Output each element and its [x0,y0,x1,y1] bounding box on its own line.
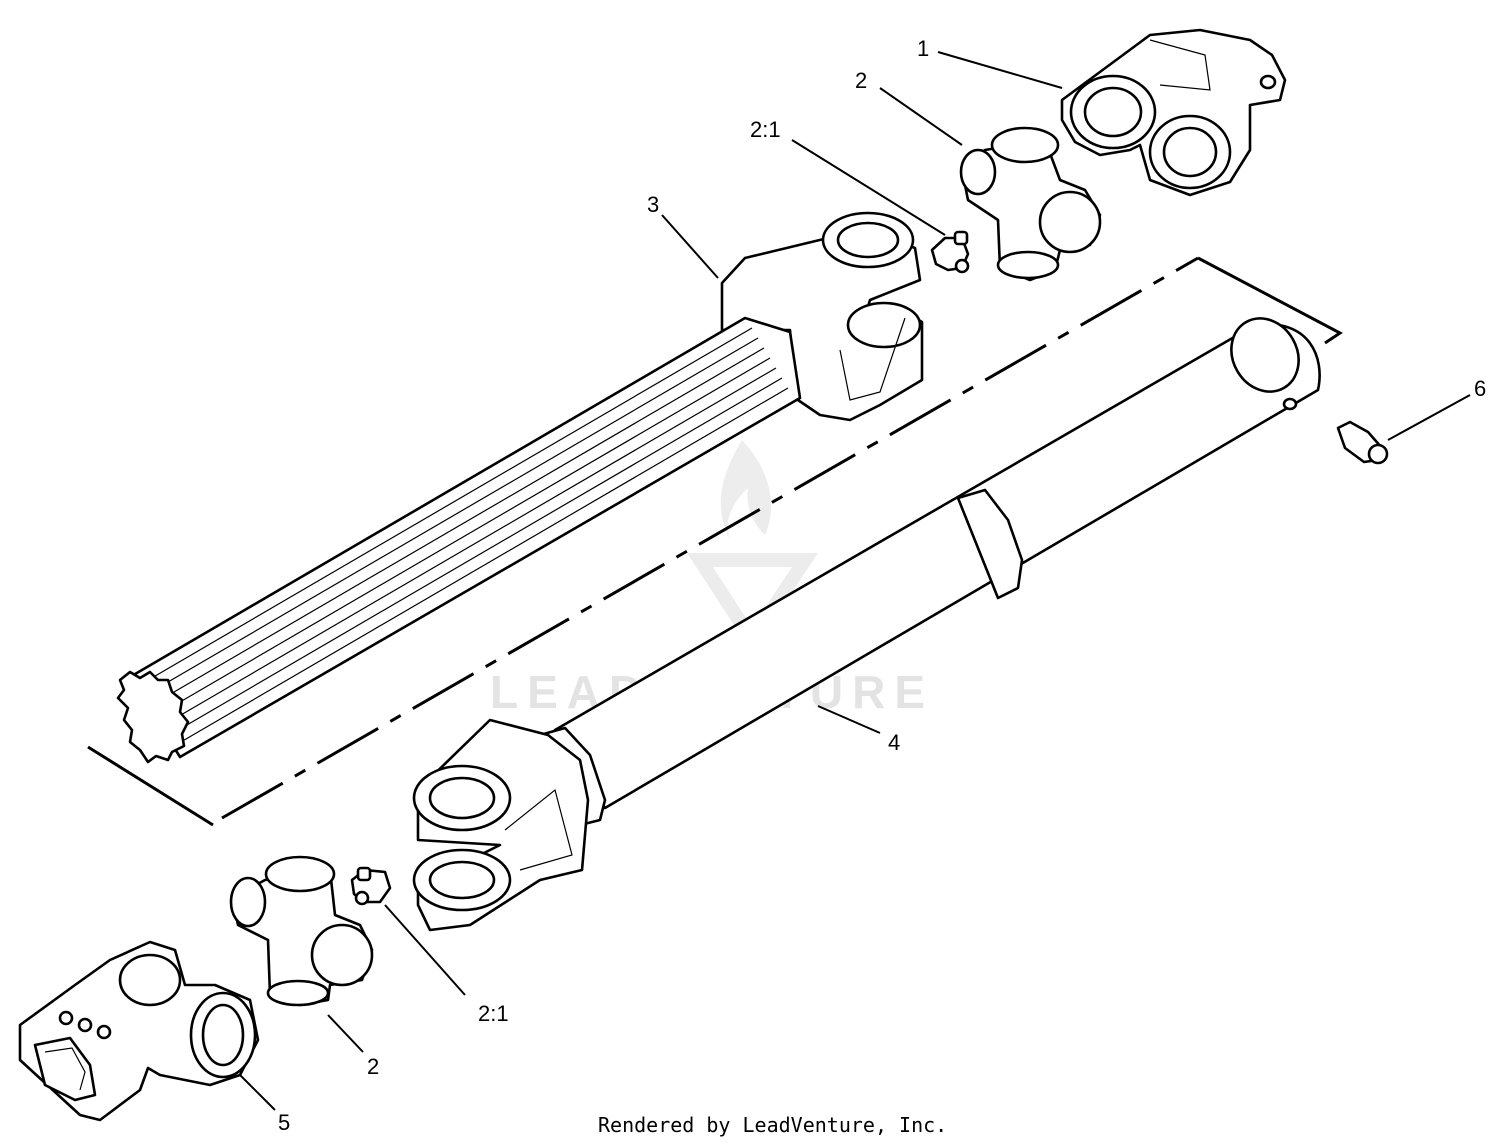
grease-fitting-upper [930,230,970,274]
callout-2-1-upper: 2:1 [750,117,781,142]
leader-lines [239,51,1471,1111]
callout-2-upper: 2 [855,68,867,93]
spline-grooves [137,327,789,747]
yoke-top [1060,28,1287,197]
tube-yoke [412,317,1321,932]
callout-5: 5 [278,1110,290,1135]
bracket-right [1197,256,1343,345]
callout-2-1-lower: 2:1 [478,1001,509,1026]
splined-shaft-yoke [116,211,924,764]
cross-bearing-lower [229,855,374,1007]
callout-1: 1 [917,36,929,61]
splined-yoke [18,940,260,1122]
cross-bearing-upper [959,126,1102,282]
callout-3: 3 [647,192,659,217]
bracket-left [87,745,214,827]
center-line [221,256,1199,820]
footer-credit: Rendered by LeadVenture, Inc. [598,1113,947,1137]
callout-6: 6 [1474,376,1486,401]
callout-4: 4 [888,730,900,755]
callout-2-lower: 2 [367,1054,379,1079]
grease-fitting-lower [350,866,392,906]
grease-fitting-6 [1336,420,1389,465]
